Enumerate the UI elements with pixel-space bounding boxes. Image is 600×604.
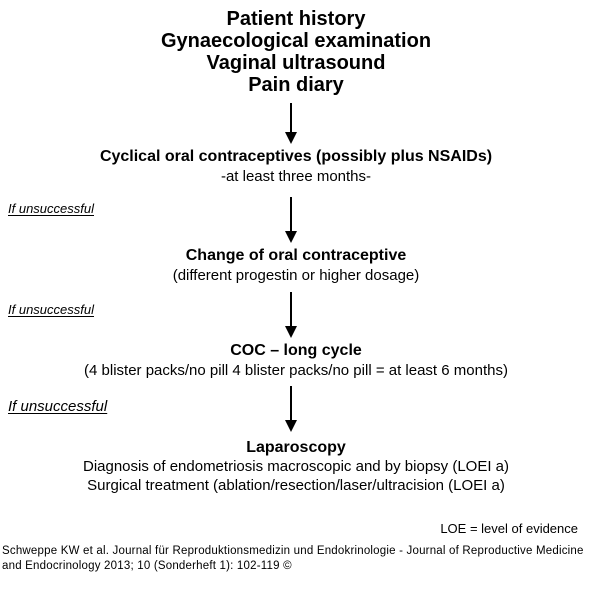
down-arrow-3-icon xyxy=(284,292,297,338)
branch-label-1: If unsuccessful xyxy=(8,201,94,216)
intro-block: Patient history Gynaecological examinati… xyxy=(0,8,592,96)
step-1-subtitle: -at least three months- xyxy=(220,168,372,185)
arrow-stem xyxy=(289,292,292,326)
arrow-head xyxy=(284,132,297,144)
arrow-stem xyxy=(289,386,292,420)
step-2-title: Change of oral contraceptive xyxy=(185,247,407,264)
down-arrow-1-icon xyxy=(284,103,297,144)
step-3-subtitle: (4 blister packs/no pill 4 blister packs… xyxy=(84,362,508,379)
arrow-head xyxy=(284,326,297,338)
down-arrow-4-icon xyxy=(284,386,297,432)
branch-label-2: If unsuccessful xyxy=(8,302,94,317)
step-4-line-1: Diagnosis of endometriosis macroscopic a… xyxy=(82,458,510,475)
step-2-subtitle: (different progestin or higher dosage) xyxy=(172,267,420,284)
arrow-stem xyxy=(289,197,292,231)
arrow-head xyxy=(284,420,297,432)
down-arrow-2-icon xyxy=(284,197,297,243)
step-4-title: Laparoscopy xyxy=(246,439,346,456)
step-4-line-2: Surgical treatment (ablation/resection/l… xyxy=(87,477,505,494)
intro-line: Gynaecological examination xyxy=(160,30,432,52)
intro-line: Pain diary xyxy=(248,74,344,96)
legend-note: LOE = level of evidence xyxy=(440,521,578,536)
arrow-head xyxy=(284,231,297,243)
intro-line: Patient history xyxy=(226,8,366,30)
step-3-title: COC – long cycle xyxy=(230,342,362,359)
citation: Schweppe KW et al. Journal für Reprodukt… xyxy=(2,544,600,574)
branch-label-3: If unsuccessful xyxy=(8,398,108,415)
citation-line: and Endocrinology 2013; 10 (Sonderheft 1… xyxy=(2,560,292,572)
intro-line: Vaginal ultrasound xyxy=(206,52,386,74)
citation-line: Schweppe KW et al. Journal für Reprodukt… xyxy=(2,545,584,557)
arrow-stem xyxy=(289,103,292,132)
step-1-title: Cyclical oral contraceptives (possibly p… xyxy=(99,148,493,165)
